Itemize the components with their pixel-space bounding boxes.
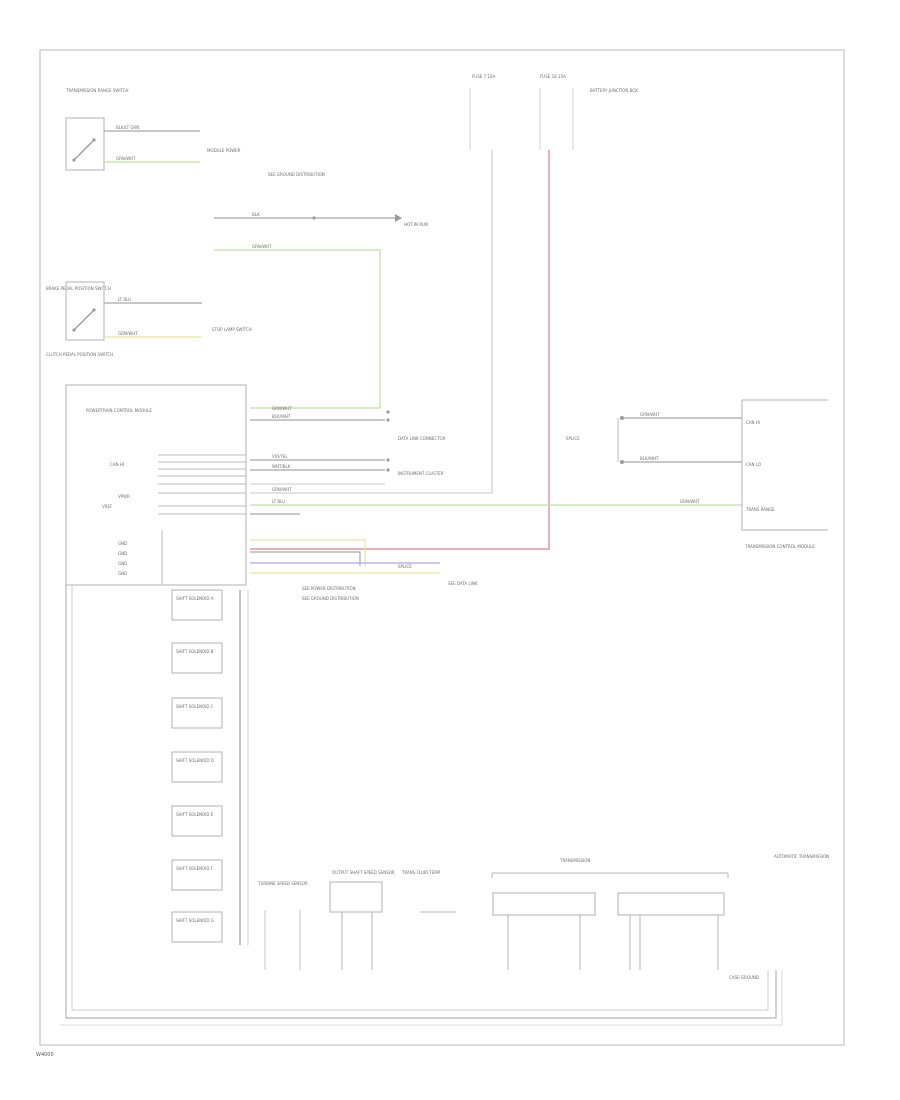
row-dest1-label: DATA LINK CONNECTOR — [398, 436, 446, 441]
bottom-right2-label: CASE GROUND — [729, 975, 759, 980]
solenoid-3 — [171, 697, 223, 729]
ls-switch-label: BRAKE PEDAL POSITION SWITCH — [46, 286, 111, 291]
solenoid-7 — [171, 911, 223, 943]
pcm-pin-c-label: VPWR — [118, 494, 130, 499]
bottom-c4-box-right — [617, 892, 725, 916]
figure-id: W4000 — [36, 1052, 54, 1058]
center-wire1-label: BLK — [252, 212, 260, 217]
bottom-c2-box — [329, 881, 383, 913]
tl-switch-group: TRANSMISSION RANGE SWITCH BLK/LT GRN GRN… — [65, 88, 241, 171]
right-pin3-label: TRANS RANGE — [745, 507, 775, 512]
right-splice-label: SPLICE — [566, 436, 580, 441]
bottom-c2-label: OUTPUT SHAFT SPEED SENSOR — [332, 870, 395, 875]
bottom-bus — [60, 585, 783, 1026]
row-wire6-label: LT BLU — [272, 499, 285, 504]
bottom-c4-label: TRANSMISSION — [559, 858, 590, 863]
center-wire-2 — [214, 249, 381, 409]
right-module: CAN HI CAN LO TRANS RANGE SPLICE GRN/WHT… — [566, 399, 828, 549]
tl-dest-label: MODULE POWER — [207, 148, 241, 153]
tl-switch-contact — [73, 139, 95, 161]
row-wire2-label: BLK/WHT — [272, 414, 291, 419]
right-wire1-label: GRN/WHT — [640, 412, 660, 417]
tl-switch-label: TRANSMISSION RANGE SWITCH — [65, 88, 129, 93]
pcm-wires: GRN/WHT BLK/WHT VIO/YEL WHT/BLK GRN/WHT … — [250, 406, 742, 601]
row-dest2-label: INSTRUMENT CLUSTER — [398, 471, 444, 476]
bottom-c1-label: TURBINE SPEED SENSOR — [257, 881, 308, 886]
row-wire5-label: GRN/WHT — [272, 487, 292, 492]
solenoid-2 — [171, 642, 223, 674]
bottom-note2-label: SEE GROUND DISTRIBUTION — [302, 596, 359, 601]
bottom-components: TURBINE SPEED SENSOR OUTPUT SHAFT SPEED … — [257, 854, 829, 980]
ls-dest-label: STOP LAMP SWITCH — [212, 327, 252, 332]
bottom-note1-label: SEE POWER DISTRIBUTION — [302, 586, 356, 591]
pcm-lower-a-label: GND — [118, 541, 127, 546]
ls-caption-label: CLUTCH PEDAL POSITION SWITCH — [46, 352, 113, 357]
sol-1-label: SHIFT SOLENOID A — [176, 596, 214, 601]
right-pin2-label: CAN LO — [746, 462, 761, 467]
right-module-box — [741, 399, 828, 531]
center-wire2-label: GRN/WHT — [252, 244, 272, 249]
bottom-c4-box-left — [492, 892, 596, 916]
tl-wire1-label: BLK/LT GRN — [116, 125, 139, 130]
tl-switch-box — [65, 117, 105, 171]
center-note-label: SEE GROUND DISTRIBUTION — [268, 172, 325, 177]
sol-2-label: SHIFT SOLENOID B — [176, 649, 214, 654]
ls-switch-box — [65, 281, 105, 341]
solenoid-6 — [171, 859, 223, 891]
diagram-frame — [39, 49, 845, 1046]
row-wire4-label: WHT/BLK — [272, 464, 291, 469]
solenoid-4 — [171, 751, 223, 783]
bottom-right-label: AUTOMATIC TRANSMISSION — [774, 854, 829, 859]
right-caption-label: TRANSMISSION CONTROL MODULE — [744, 544, 815, 549]
row-dest3-label: SPLICE — [398, 564, 412, 569]
center-dest-label: HOT IN RUN — [404, 222, 428, 227]
sol-4-label: SHIFT SOLENOID D — [176, 758, 214, 763]
fuse-a-wire — [250, 150, 493, 494]
pcm-module: POWERTRAIN CONTROL MODULE CAN HI VPWR VR… — [65, 384, 247, 586]
right-wire2-label: BLK/WHT — [640, 456, 659, 461]
fuse-b-label: FUSE 18 15A — [540, 74, 566, 79]
row-wire1-label: GRN/WHT — [272, 406, 292, 411]
fuse-note-label: BATTERY JUNCTION BOX — [590, 88, 638, 93]
tl-wire2-label: GRN/WHT — [116, 156, 136, 161]
sol-6-label: SHIFT SOLENOID F — [176, 866, 214, 871]
solenoid-stack: SHIFT SOLENOID A SHIFT SOLENOID B SHIFT … — [171, 589, 249, 945]
solenoid-1 — [171, 589, 223, 621]
pcm-pin-a-label: CAN HI — [110, 462, 124, 467]
row-wire3-label: VIO/YEL — [272, 454, 288, 459]
pcm-title-label: POWERTRAIN CONTROL MODULE — [86, 408, 152, 413]
bottom-c3-label: TRANS FLUID TEMP — [401, 870, 441, 875]
center-top-group: SEE GROUND DISTRIBUTION BLK HOT IN RUN G… — [214, 172, 428, 409]
pcm-pin-d-label: VREF — [102, 504, 113, 509]
fuse-b-wire — [250, 150, 550, 550]
pcm-lower-c-label: GND — [118, 561, 127, 566]
ls-wire2-label: GRN/WHT — [118, 331, 138, 336]
pcm-box — [65, 384, 247, 586]
ls-wire1-label: LT BLU — [118, 297, 131, 302]
sol-5-label: SHIFT SOLENOID E — [176, 812, 214, 817]
pcm-lower-d-label: GND — [118, 571, 127, 576]
bottom-note3-label: SEE DATA LINK — [448, 581, 478, 586]
sol-3-label: SHIFT SOLENOID C — [176, 704, 214, 709]
solenoid-5 — [171, 805, 223, 837]
fuse-group: FUSE 7 10A FUSE 18 15A BATTERY JUNCTION … — [250, 74, 638, 550]
right-pin1-label: CAN HI — [746, 420, 760, 425]
fuse-a-label: FUSE 7 10A — [472, 74, 495, 79]
sol-7-label: SHIFT SOLENOID G — [176, 918, 214, 923]
ls-switch-group: BRAKE PEDAL POSITION SWITCH LT BLU GRN/W… — [46, 281, 252, 357]
pcm-lower-b-label: GND — [118, 551, 127, 556]
right-wire3-label: GRN/WHT — [680, 499, 700, 504]
